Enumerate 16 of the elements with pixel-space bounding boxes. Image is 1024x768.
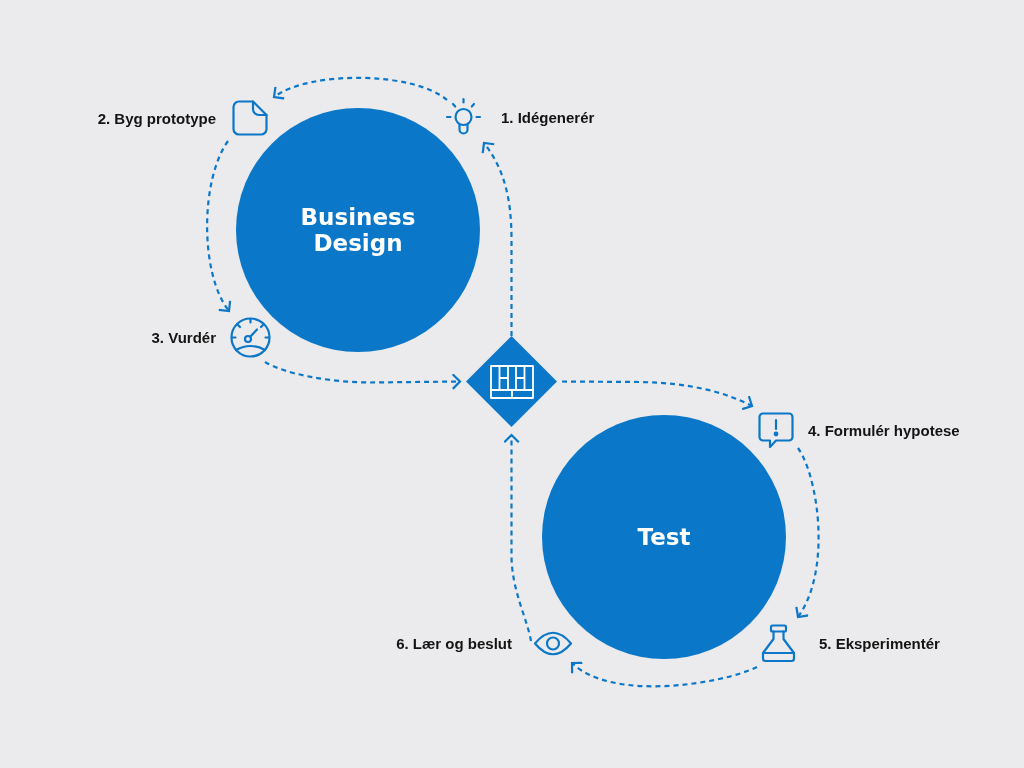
phase-title: Test	[637, 524, 691, 550]
dashed-arrow	[503, 433, 533, 642]
step-label: 6. Lær og beslut	[396, 635, 512, 652]
phase-title: Business Design	[299, 204, 417, 256]
step-label: 3. Vurdér	[151, 329, 216, 346]
step-label: 2. Byg prototype	[97, 109, 216, 127]
dashed-arrow	[481, 141, 513, 336]
dashed-arrow	[264, 361, 462, 390]
dashed-arrow	[206, 140, 232, 313]
step-label: 1. Idégenerér	[501, 109, 595, 126]
dashed-arrow	[272, 76, 448, 101]
dashed-arrow	[570, 660, 758, 688]
dashed-arrow	[562, 380, 754, 411]
dashed-arrow	[794, 447, 820, 619]
step-label: 5. Eksperimentér	[819, 635, 940, 652]
step-label: 4. Formulér hypotese	[808, 422, 960, 439]
